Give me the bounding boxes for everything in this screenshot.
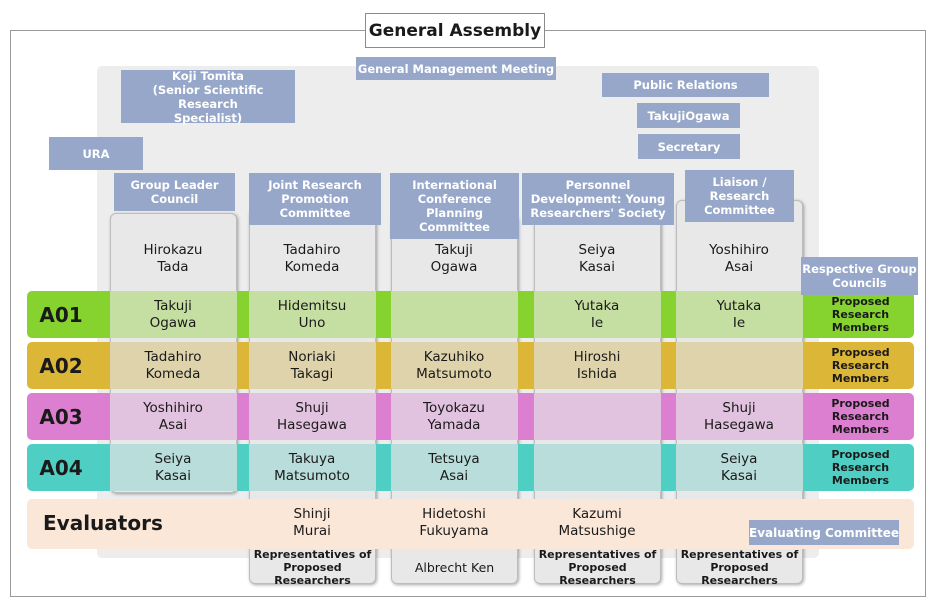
member-name: Seiya Kasai: [720, 450, 758, 484]
member-name: Noriaki Takagi: [288, 348, 336, 382]
member-name: Hidemitsu Uno: [277, 297, 347, 331]
group-cell: [249, 393, 376, 440]
group-label: A04: [39, 455, 83, 480]
member-name: Hiroshi Ishida: [573, 348, 621, 382]
committee-header: Personnel Development: Young Researchers…: [522, 173, 674, 225]
group-cell: [676, 342, 803, 389]
representatives-label: Representatives of Proposed Researchers: [538, 547, 657, 587]
committee-head-name: Seiya Kasai: [578, 242, 616, 275]
group-cell: [676, 393, 803, 440]
committee-head-name: Hirokazu Tada: [143, 242, 203, 275]
group-cell: [110, 291, 237, 338]
committee-head-name: Takuji Ogawa: [430, 242, 478, 275]
group-cell: [249, 342, 376, 389]
committee-head-name: Yoshihiro Asai: [709, 242, 769, 275]
secretary-box: Secretary: [638, 134, 740, 159]
committee-header: Group Leader Council: [114, 173, 235, 211]
member-name: Yutaka Ie: [574, 297, 620, 331]
proposed-research-members: Proposed Research Members: [831, 447, 890, 487]
group-cell: [391, 444, 518, 491]
member-name: Seiya Kasai: [154, 450, 192, 484]
evaluator-name: Kazumi Matsushige: [558, 506, 636, 539]
group-cell: [676, 291, 803, 338]
proposed-research-members: Proposed Research Members: [831, 294, 890, 334]
representatives-label: Representatives of Proposed Researchers: [680, 547, 799, 587]
member-name: Takuya Matsumoto: [274, 450, 350, 484]
group-cell: [249, 291, 376, 338]
group-cell: [110, 393, 237, 440]
proposed-research-members: Proposed Research Members: [831, 396, 890, 436]
member-name: Yoshihiro Asai: [143, 399, 203, 433]
evaluating-committee-box: Evaluating Committee: [749, 520, 899, 545]
advisor-box: Koji Tomita (Senior Scientific Research …: [121, 69, 295, 125]
group-cell: [534, 393, 661, 440]
proposed-research-members: Proposed Research Members: [831, 345, 890, 385]
group-cell: [249, 444, 376, 491]
member-name: Kazuhiko Matsumoto: [416, 348, 492, 382]
ura-box: URA: [49, 137, 143, 170]
group-cell: [110, 444, 237, 491]
representatives-label: Albrecht Ken: [414, 559, 495, 575]
public-relations-box: Public Relations: [602, 73, 769, 97]
general-assembly-title: General Assembly: [365, 13, 545, 48]
pr-person-box: TakujiOgawa: [637, 103, 740, 128]
group-cell: [110, 342, 237, 389]
group-cell: [391, 342, 518, 389]
representatives-label: Representatives of Proposed Researchers: [253, 547, 372, 587]
group-cell: [534, 291, 661, 338]
group-cell: [391, 291, 518, 338]
group-label: A01: [39, 302, 83, 327]
group-label: A03: [39, 404, 83, 429]
group-cell: [676, 444, 803, 491]
respective-group-councils: Respective Group Councils: [801, 257, 918, 295]
committee-header: Joint Research Promotion Committee: [249, 173, 381, 225]
committee-head-name: Tadahiro Komeda: [283, 242, 341, 275]
group-cell: [534, 444, 661, 491]
evaluator-name: Shinji Murai: [293, 506, 331, 539]
member-name: Tadahiro Komeda: [144, 348, 202, 382]
member-name: Takuji Ogawa: [149, 297, 197, 331]
evaluators-label: Evaluators: [43, 511, 163, 535]
member-name: Shuji Hasegawa: [704, 399, 774, 433]
group-cell: [534, 342, 661, 389]
group-cell: [391, 393, 518, 440]
evaluator-name: Hidetoshi Fukuyama: [419, 506, 489, 539]
member-name: Toyokazu Yamada: [423, 399, 485, 433]
group-label: A02: [39, 353, 83, 378]
member-name: Shuji Hasegawa: [277, 399, 347, 433]
member-name: Yutaka Ie: [716, 297, 762, 331]
committee-header: International Conference Planning Commit…: [390, 173, 519, 239]
general-management-meeting: General Management Meeting: [356, 57, 556, 80]
member-name: Tetsuya Asai: [428, 450, 480, 484]
committee-header: Liaison / Research Committee: [685, 170, 794, 222]
